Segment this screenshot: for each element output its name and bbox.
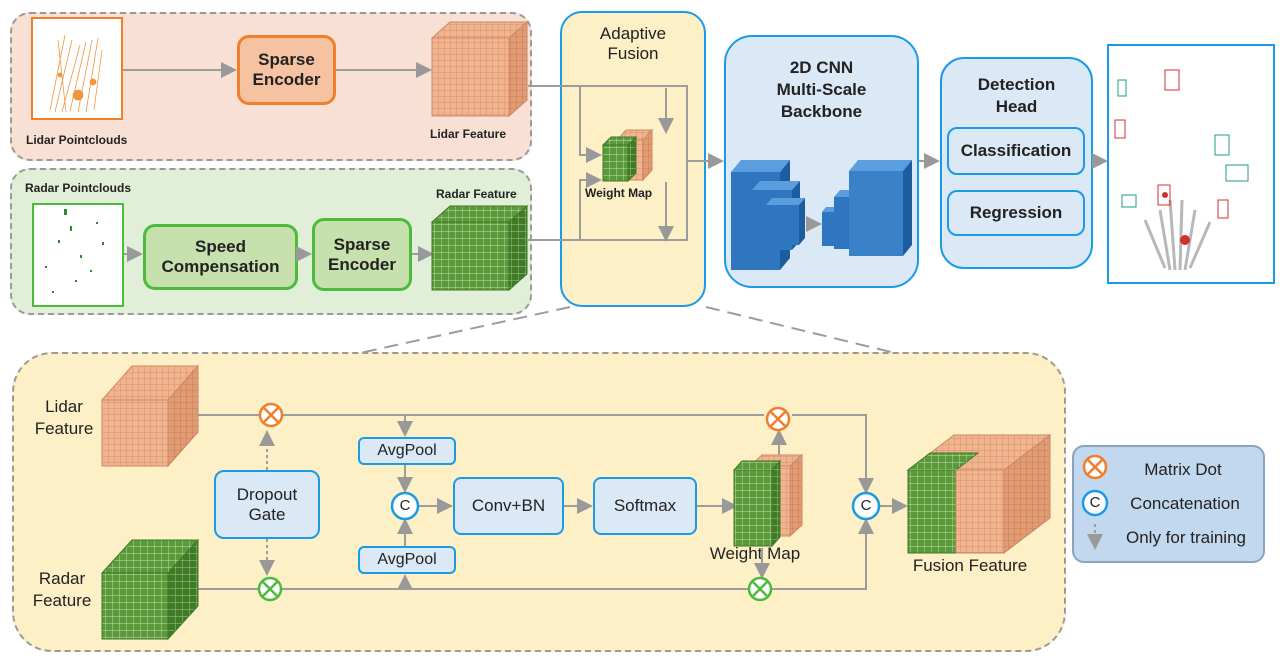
conv-bn-box: Conv+BN xyxy=(453,477,564,535)
regression-box: Regression xyxy=(947,190,1085,236)
radar-pointcloud-image xyxy=(32,203,124,307)
detail-flow-lines xyxy=(198,414,908,590)
radar-feature-cube-top xyxy=(430,204,529,292)
classification-box: Classification xyxy=(947,127,1085,175)
fusion-feature-cube xyxy=(906,433,1052,555)
cnn-blocks xyxy=(731,160,912,270)
detail-lidar-feature-label: Lidar Feature xyxy=(34,397,94,439)
radar-pointclouds-label: Radar Pointclouds xyxy=(25,181,132,195)
adaptive-fusion-title: Adaptive Fusion xyxy=(599,24,667,64)
weight-map-label-top: Weight Map xyxy=(585,186,653,200)
legend-concat-icon xyxy=(1081,489,1109,517)
lidar-feature-label: Lidar Feature xyxy=(430,127,507,141)
legend-concat-letter: C xyxy=(1089,494,1101,511)
lidar-pointclouds-label: Lidar Pointclouds xyxy=(26,133,128,147)
detail-radar-feature-label: Radar Feature xyxy=(32,569,92,611)
radar-points xyxy=(45,209,104,293)
radar-feature-label: Radar Feature xyxy=(436,187,517,201)
lidar-points xyxy=(49,34,103,113)
backbone-title: 2D CNN Multi-Scale Backbone xyxy=(776,58,867,122)
softmax-box: Softmax xyxy=(593,477,697,535)
avgpool-bottom-box: AvgPool xyxy=(358,546,456,574)
matrix-dot-radar-icon xyxy=(257,576,283,602)
lidar-pointcloud-image xyxy=(31,17,123,120)
legend-matrix-dot-label: Matrix Dot xyxy=(1144,460,1222,479)
concat-fusion-letter: C xyxy=(860,497,872,514)
legend-training-label: Only for training xyxy=(1126,528,1246,547)
detection-output-points xyxy=(1114,69,1249,271)
concat-fusion-icon xyxy=(851,491,881,521)
dropout-gate-box: Dropout Gate xyxy=(214,470,320,539)
matrix-dot-weight-lidar-icon xyxy=(765,406,791,432)
weight-map-top xyxy=(601,128,654,183)
avgpool-top-box: AvgPool xyxy=(358,437,456,465)
fusion-feature-label: Fusion Feature xyxy=(912,556,1028,575)
lidar-sparse-encoder-box: Sparse Encoder xyxy=(237,35,336,105)
speed-compensation-box: Speed Compensation xyxy=(143,224,298,290)
detail-weight-map-label: Weight Map xyxy=(709,544,801,563)
detection-head-title: Detection Head xyxy=(977,75,1056,117)
lidar-feature-cube-top xyxy=(430,20,529,118)
concat-avgpool-icon xyxy=(390,491,420,521)
radar-sparse-encoder-box: Sparse Encoder xyxy=(312,218,412,291)
legend-matrix-dot-icon xyxy=(1082,454,1108,480)
matrix-dot-lidar-icon xyxy=(258,402,284,428)
detail-lidar-cube xyxy=(100,364,200,468)
detail-radar-cube xyxy=(100,538,200,641)
matrix-dot-weight-radar-icon xyxy=(747,576,773,602)
legend-concatenation-label: Concatenation xyxy=(1130,494,1240,513)
detail-weight-map xyxy=(732,453,804,548)
top-flow-lines xyxy=(123,62,1108,354)
concat-avgpool-letter: C xyxy=(399,497,411,514)
detection-output-image xyxy=(1107,44,1275,284)
